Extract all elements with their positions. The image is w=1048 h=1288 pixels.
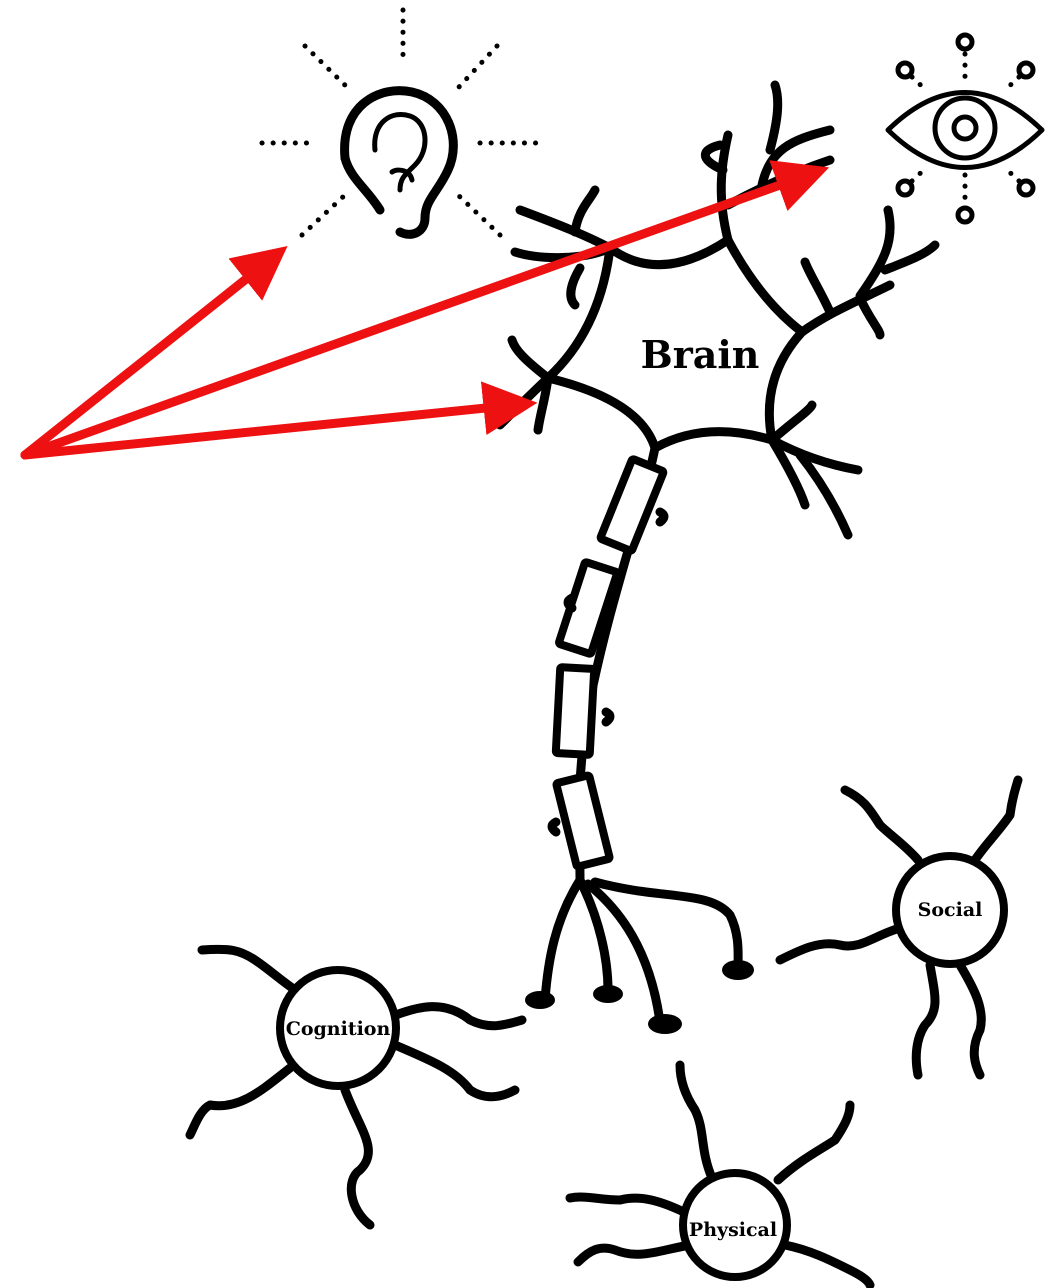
arrows [25,175,808,455]
cognition-node [190,949,522,1225]
cognition-label: Cognition [286,1018,391,1040]
axon-terminals [525,880,754,1034]
social-label: Social [918,899,983,921]
brain-label: Brain [641,332,760,377]
physical-label: Physical [689,1219,777,1241]
physical-node [570,1065,870,1285]
arrow-to-ear [25,260,270,455]
dendrites [500,85,935,535]
ear-icon [262,10,540,235]
social-node [780,780,1018,1075]
axon [552,448,664,880]
eye-icon [888,35,1042,222]
